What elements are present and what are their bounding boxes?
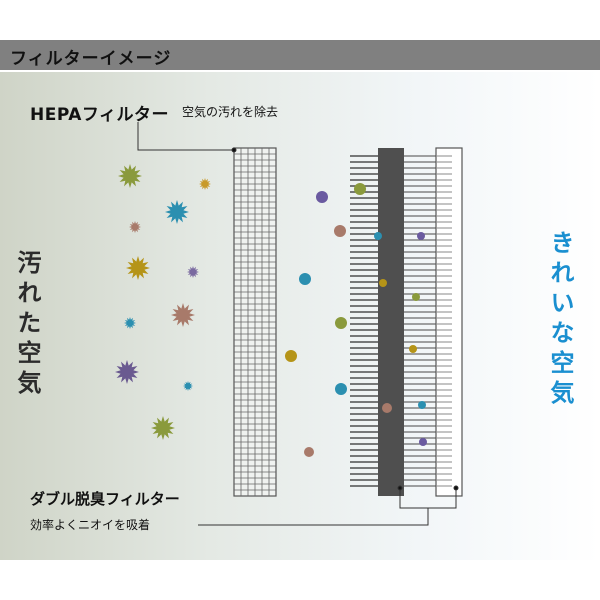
deodorizer-dark-core xyxy=(378,148,404,496)
bottom-strip xyxy=(0,560,600,600)
dirt-particle xyxy=(165,200,189,224)
odor-particle xyxy=(334,225,346,237)
odor-particle xyxy=(374,232,382,240)
dirt-particle xyxy=(124,317,136,329)
odor-particle xyxy=(354,183,366,195)
odor-particle xyxy=(418,401,426,409)
odor-particle xyxy=(285,350,297,362)
odor-particle xyxy=(419,438,427,446)
odor-particle xyxy=(382,403,392,413)
odor-particle xyxy=(409,345,417,353)
odor-particle xyxy=(335,383,347,395)
odor-particle xyxy=(299,273,311,285)
clean-air-label: きれいな空気 xyxy=(546,230,574,410)
double-callout-line xyxy=(198,488,457,526)
dirt-particle xyxy=(183,381,193,391)
deodorizer-comb-left xyxy=(350,155,378,487)
hepa-callout-dot xyxy=(231,147,237,153)
dirt-particle xyxy=(151,416,175,440)
odor-particle xyxy=(417,232,425,240)
header-bar xyxy=(0,40,600,70)
dirt-particle xyxy=(171,303,195,327)
header-title: フィルターイメージ xyxy=(10,49,172,69)
dirt-particle xyxy=(187,266,199,278)
double-filter-title: ダブル脱臭フィルター xyxy=(30,490,180,508)
callout-lines xyxy=(137,122,459,526)
deodorizer-comb-right xyxy=(404,155,436,487)
double-callout-dot-left xyxy=(397,485,403,491)
odor-particle xyxy=(304,447,314,457)
double-callout-dot-right xyxy=(453,485,459,491)
dirt-particle xyxy=(199,178,211,190)
deodorizer-comb-right2 xyxy=(436,155,452,487)
odor-particle xyxy=(412,293,420,301)
dirt-particle xyxy=(118,164,142,188)
odor-particle xyxy=(379,279,387,287)
double-filter xyxy=(350,147,463,497)
hepa-filter-description: 空気の汚れを除去 xyxy=(182,105,279,119)
dirt-particle xyxy=(115,360,139,384)
diagram-background xyxy=(0,72,600,560)
particles xyxy=(115,164,427,457)
hepa-filter-title: HEPAフィルター xyxy=(30,105,170,125)
dirty-air-label: 汚れた空気 xyxy=(13,250,41,400)
odor-particle xyxy=(335,317,347,329)
dirt-particle xyxy=(126,256,150,280)
odor-particle xyxy=(316,191,328,203)
hepa-filter xyxy=(233,147,277,497)
double-filter-description: 効率よくニオイを吸着 xyxy=(30,518,151,532)
dirt-particle xyxy=(129,221,141,233)
hepa-callout-line xyxy=(137,122,234,151)
